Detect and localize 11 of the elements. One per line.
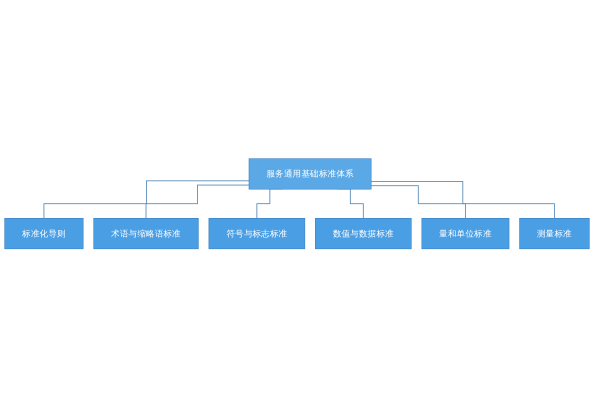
node-box: 服务通用基础标准体系: [248, 158, 372, 190]
node-box: 数值与数据标准: [315, 218, 412, 250]
connector: [370, 181, 555, 219]
node-box: 符号与标志标准: [208, 218, 306, 250]
connector: [370, 185, 466, 219]
node-box: 量和单位标准: [422, 218, 510, 250]
node-box: 术语与缩略语标准: [93, 218, 199, 250]
connector: [43, 180, 250, 219]
connector: [146, 184, 250, 219]
node-box: 测量标准: [519, 218, 590, 250]
node-box: 标准化导则: [4, 218, 84, 250]
